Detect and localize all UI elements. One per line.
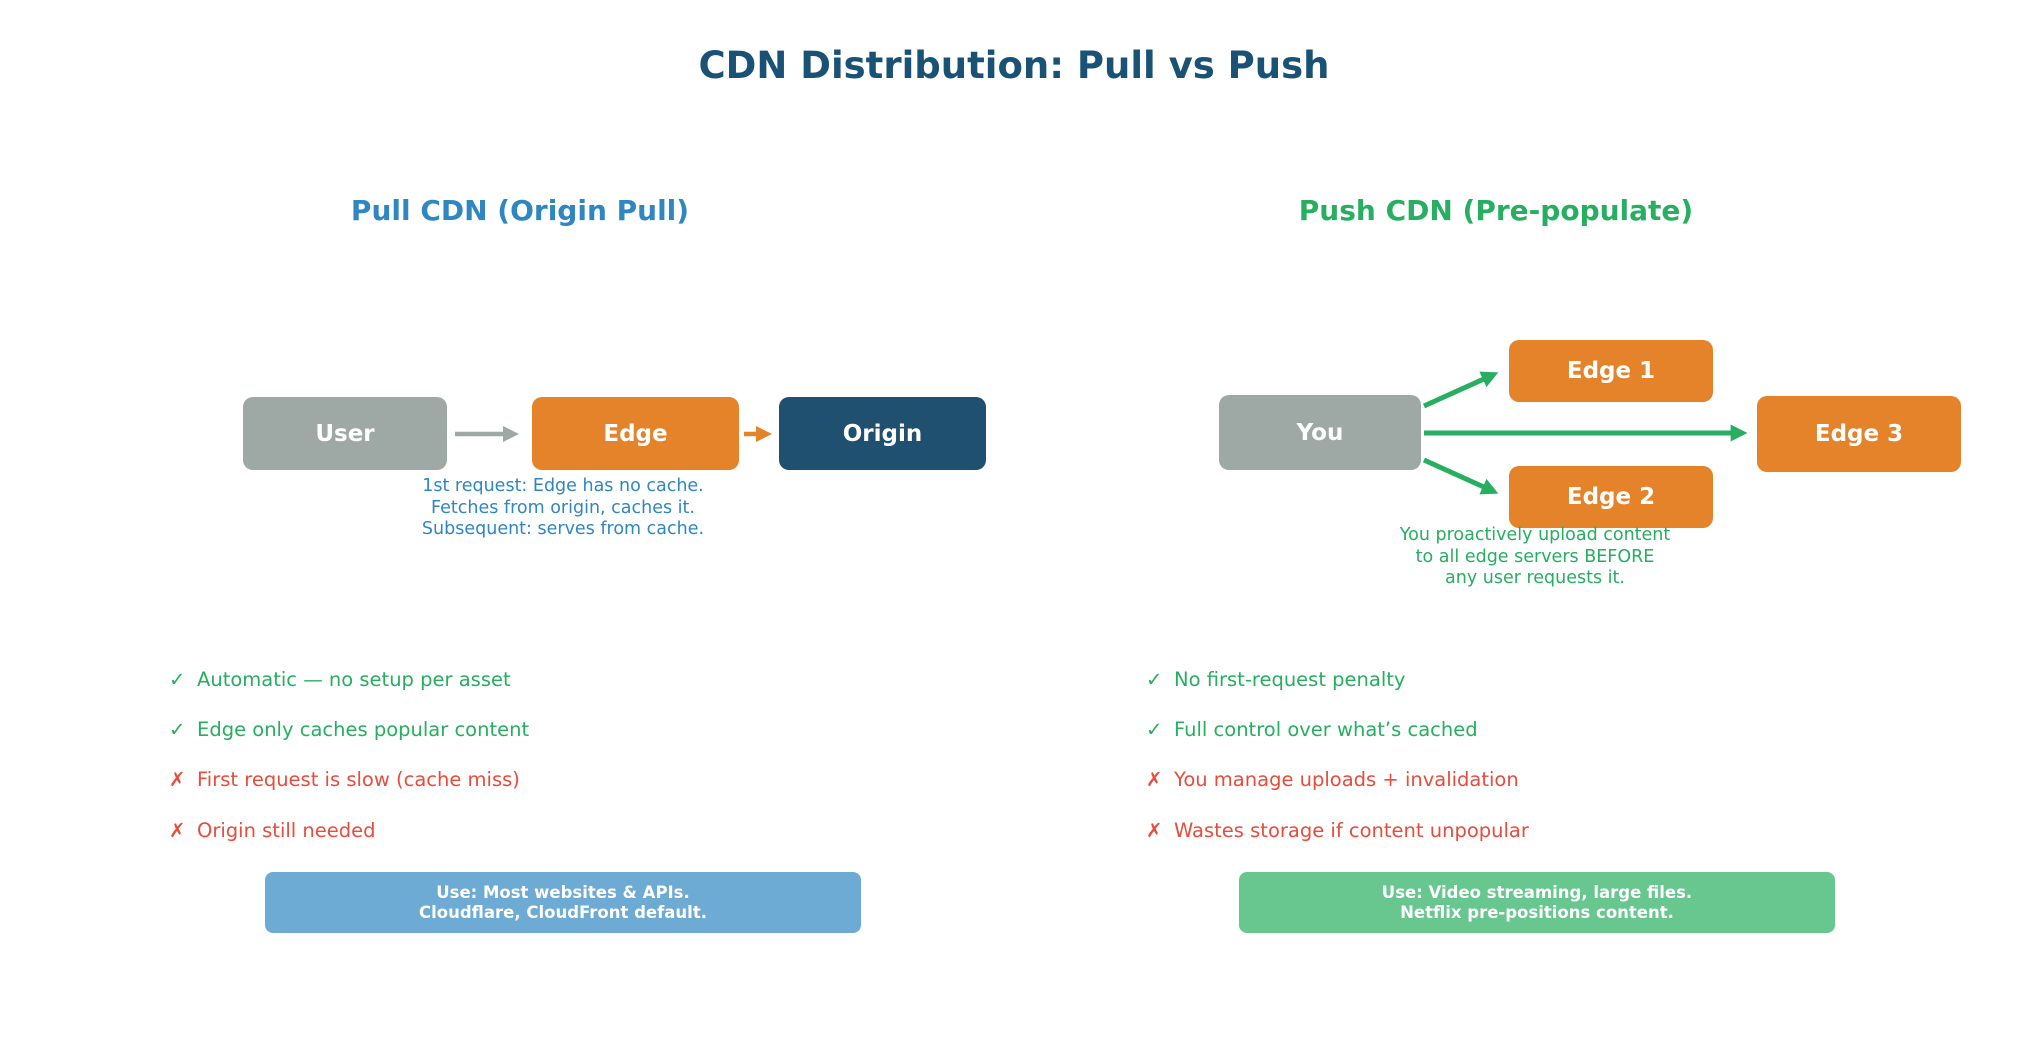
list-item: ✓ Full control over what’s cached — [1146, 718, 1478, 741]
push-use-line-1: Use: Video streaming, large files. — [1381, 882, 1693, 902]
push-note: You proactively upload content to all ed… — [1305, 525, 1765, 590]
node-edge-3: Edge 3 — [1757, 396, 1961, 472]
pull-note-line-1: 1st request: Edge has no cache. — [422, 476, 704, 496]
push-note-line-2: to all edge servers BEFORE — [1415, 546, 1655, 567]
push-use-line-2: Netflix pre-positions content. — [1400, 902, 1674, 922]
check-icon: ✓ — [169, 668, 186, 691]
pull-use-case-box: Use: Most websites & APIs. Cloudflare, C… — [265, 872, 861, 933]
list-item: ✗ Origin still needed — [169, 819, 376, 842]
cross-icon: ✗ — [1146, 768, 1163, 791]
push-note-line-3: any user requests it. — [1445, 568, 1625, 588]
push-note-line-1: You proactively upload content — [1399, 525, 1671, 545]
node-user: User — [243, 397, 447, 470]
push-cdn-heading: Push CDN (Pre-populate) — [1298, 194, 1694, 227]
node-edge-2: Edge 2 — [1509, 466, 1713, 528]
cross-icon: ✗ — [1146, 819, 1163, 842]
list-item-text: Full control over what’s cached — [1174, 718, 1478, 741]
page-title: CDN Distribution: Pull vs Push — [698, 44, 1330, 87]
list-item: ✗ You manage uploads + invalidation — [1146, 768, 1519, 791]
pull-use-line-2: Cloudflare, CloudFront default. — [419, 902, 707, 922]
arrow-you-to-edge1 — [1422, 371, 1499, 409]
check-icon: ✓ — [1146, 668, 1163, 691]
check-icon: ✓ — [1146, 718, 1163, 741]
list-item: ✓ Automatic — no setup per asset — [169, 668, 511, 691]
list-item: ✓ Edge only caches popular content — [169, 718, 529, 741]
list-item-text: First request is slow (cache miss) — [197, 768, 520, 791]
list-item-text: You manage uploads + invalidation — [1174, 768, 1519, 791]
list-item-text: Automatic — no setup per asset — [197, 668, 511, 691]
arrow-you-to-edge2 — [1422, 457, 1499, 495]
pull-note-line-3: Subsequent: serves from cache. — [421, 519, 705, 539]
cross-icon: ✗ — [169, 768, 186, 791]
node-origin: Origin — [779, 397, 986, 470]
pull-cdn-heading: Pull CDN (Origin Pull) — [350, 194, 690, 227]
list-item-text: No first-request penalty — [1174, 668, 1406, 691]
list-item: ✗ First request is slow (cache miss) — [169, 768, 520, 791]
list-item: ✗ Wastes storage if content unpopular — [1146, 819, 1529, 842]
pull-note: 1st request: Edge has no cache. Fetches … — [343, 476, 783, 541]
push-use-case-box: Use: Video streaming, large files. Netfl… — [1239, 872, 1835, 933]
list-item: ✓ No first-request penalty — [1146, 668, 1405, 691]
node-edge: Edge — [532, 397, 739, 470]
list-item-text: Edge only caches popular content — [197, 718, 530, 741]
pull-note-line-2: Fetches from origin, caches it. — [431, 497, 695, 518]
cross-icon: ✗ — [169, 819, 186, 842]
list-item-text: Origin still needed — [197, 819, 376, 842]
pull-use-line-1: Use: Most websites & APIs. — [436, 882, 690, 902]
check-icon: ✓ — [169, 718, 186, 741]
node-you: You — [1219, 395, 1421, 470]
node-edge-1: Edge 1 — [1509, 340, 1713, 402]
list-item-text: Wastes storage if content unpopular — [1174, 819, 1529, 842]
